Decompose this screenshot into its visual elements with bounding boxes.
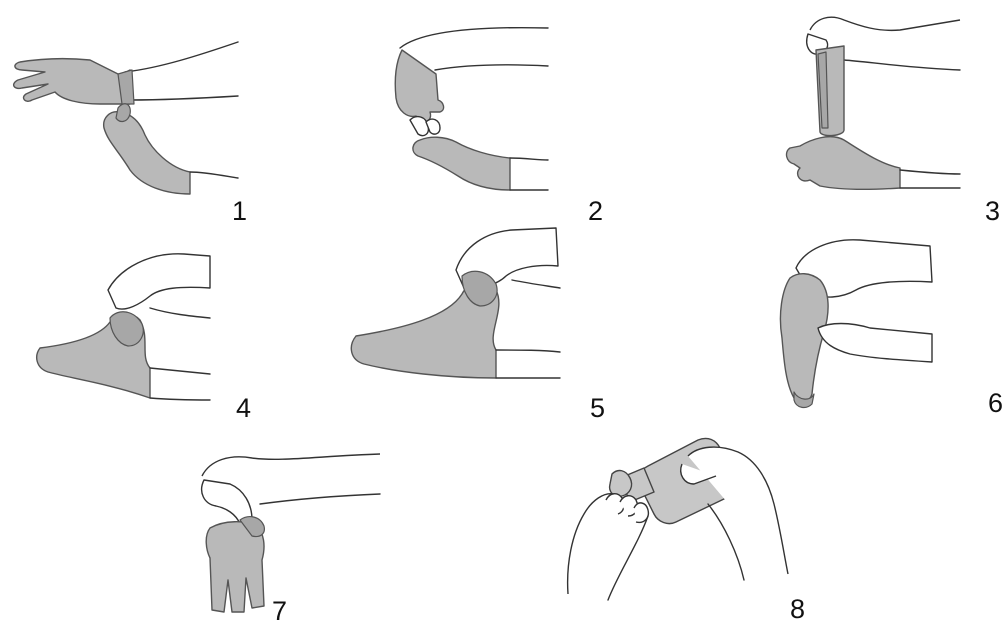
step-8-illustration: 8	[548, 404, 828, 624]
step-7-illustration: 7	[180, 440, 400, 624]
step-6-illustration: 6	[760, 228, 1002, 418]
step-1-illustration: 1	[0, 0, 260, 220]
step-3-drawing	[760, 0, 1002, 220]
step-number-3: 3	[985, 198, 1000, 225]
step-1-drawing	[0, 0, 260, 220]
step-6-drawing	[760, 228, 1002, 418]
step-number-6: 6	[988, 390, 1002, 417]
step-number-4: 4	[236, 395, 251, 422]
step-7-drawing	[180, 440, 400, 624]
step-number-1: 1	[232, 198, 247, 225]
step-4-illustration: 4	[0, 228, 260, 418]
step-5-illustration: 5	[336, 210, 616, 420]
step-3-illustration: 3	[760, 0, 1002, 220]
step-8-drawing	[548, 404, 828, 624]
step-2-illustration: 2	[380, 0, 620, 220]
step-number-7: 7	[272, 598, 287, 625]
step-number-8: 8	[790, 596, 805, 623]
step-5-drawing	[336, 210, 616, 420]
step-2-drawing	[380, 0, 620, 220]
step-4-drawing	[0, 228, 260, 418]
bare-hand-icon	[568, 494, 649, 600]
